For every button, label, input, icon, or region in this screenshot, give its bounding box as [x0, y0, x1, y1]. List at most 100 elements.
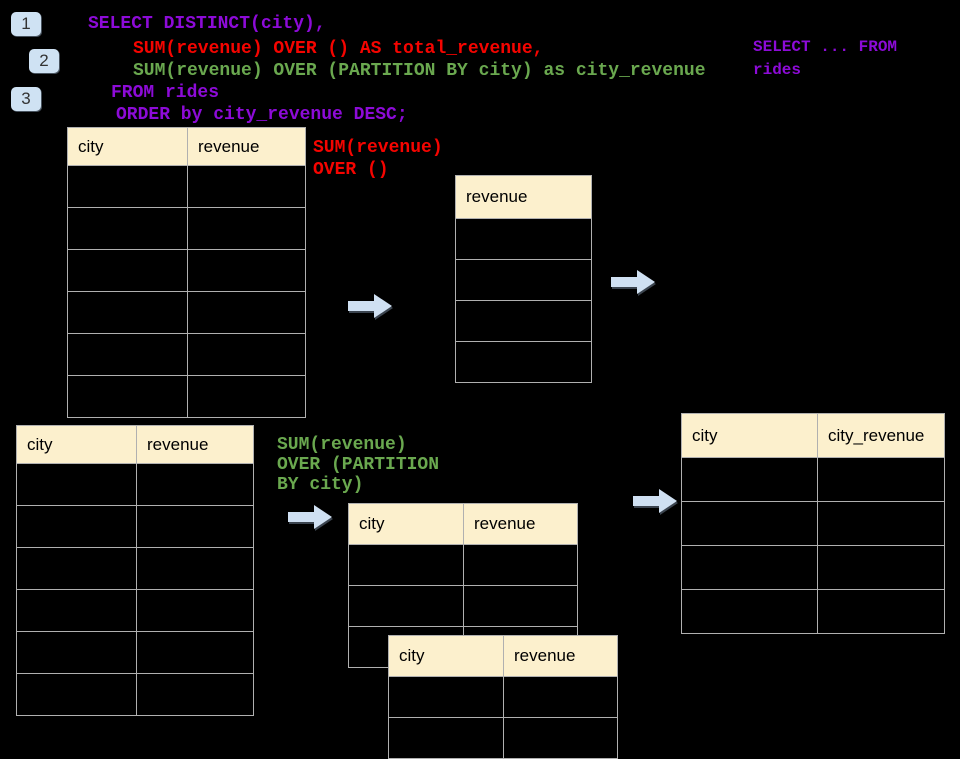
table-row — [455, 341, 592, 383]
empty-cell — [67, 333, 188, 376]
empty-cell — [817, 501, 945, 546]
empty-cell — [681, 501, 818, 546]
table-row — [348, 544, 578, 586]
step-badge-2: 2 — [29, 49, 59, 73]
empty-cell — [388, 717, 504, 759]
empty-cell — [136, 547, 254, 590]
table-row — [67, 375, 306, 418]
result-table: city city_revenue — [681, 413, 945, 634]
header-row: city revenue — [67, 127, 306, 166]
slide-canvas: { "colors": { "purple": "#8d0bd8", "red"… — [11, 12, 945, 759]
empty-cell — [67, 165, 188, 208]
empty-cell — [67, 375, 188, 418]
flow-arrow-1 — [348, 294, 392, 318]
source-table-top: city revenue — [67, 127, 306, 418]
table-row — [16, 673, 254, 716]
table-row — [681, 589, 945, 634]
table-row — [388, 676, 618, 718]
table-row — [67, 333, 306, 376]
total-revenue-table: revenue — [455, 175, 592, 383]
empty-cell — [463, 544, 578, 586]
empty-cell — [503, 676, 618, 718]
partition-table-overlay: city revenue — [388, 635, 618, 759]
table-row — [455, 300, 592, 342]
table-row — [67, 291, 306, 334]
empty-cell — [503, 717, 618, 759]
empty-cell — [16, 631, 137, 674]
partition-table-mid: city revenue — [348, 503, 578, 668]
label-partition-1: SUM(revenue) — [277, 435, 407, 455]
column-header-revenue: revenue — [463, 503, 578, 545]
empty-cell — [681, 545, 818, 590]
empty-cell — [16, 547, 137, 590]
note-select-from: SELECT ... FROM — [753, 38, 898, 56]
empty-cell — [136, 463, 254, 506]
flow-arrow-2 — [611, 270, 655, 294]
table-row — [348, 585, 578, 627]
empty-cell — [388, 676, 504, 718]
empty-cell — [187, 291, 306, 334]
table-row — [16, 547, 254, 590]
table-row — [455, 218, 592, 260]
table-row — [16, 589, 254, 632]
empty-cell — [187, 249, 306, 292]
empty-cell — [16, 589, 137, 632]
empty-cell — [348, 585, 464, 627]
table-row — [388, 717, 618, 759]
empty-cell — [16, 463, 137, 506]
header-row: revenue — [455, 175, 592, 219]
empty-cell — [817, 589, 945, 634]
note-rides: rides — [753, 61, 802, 79]
empty-cell — [817, 545, 945, 590]
column-header-revenue: revenue — [136, 425, 254, 464]
empty-cell — [136, 589, 254, 632]
empty-cell — [187, 207, 306, 250]
empty-cell — [187, 165, 306, 208]
header-row: city city_revenue — [681, 413, 945, 458]
empty-cell — [681, 589, 818, 634]
flow-arrow-3 — [288, 505, 332, 529]
sql-line-order: ORDER by city_revenue DESC; — [116, 105, 408, 125]
label-total-2: OVER () — [313, 160, 389, 180]
sql-line-total: SUM(revenue) OVER () AS total_revenue, — [133, 39, 544, 59]
table-row — [67, 207, 306, 250]
table-row — [67, 249, 306, 292]
empty-cell — [817, 457, 945, 502]
label-total-1: SUM(revenue) — [313, 138, 443, 158]
sql-line-partition: SUM(revenue) OVER (PARTITION BY city) as… — [133, 61, 706, 81]
column-header-revenue: revenue — [503, 635, 618, 677]
empty-cell — [67, 249, 188, 292]
empty-cell — [681, 457, 818, 502]
empty-cell — [16, 673, 137, 716]
empty-cell — [67, 207, 188, 250]
label-partition-2: OVER (PARTITION — [277, 455, 440, 475]
table-row — [16, 631, 254, 674]
column-header-city: city — [388, 635, 504, 677]
empty-cell — [187, 333, 306, 376]
column-header-revenue: revenue — [187, 127, 306, 166]
table-row — [681, 457, 945, 502]
column-header-city: city — [681, 413, 818, 458]
column-header-city: city — [67, 127, 188, 166]
header-row: city revenue — [348, 503, 578, 545]
empty-cell — [67, 291, 188, 334]
column-header-city-revenue: city_revenue — [817, 413, 945, 458]
empty-cell — [463, 585, 578, 627]
empty-cell — [136, 673, 254, 716]
step-badge-3: 3 — [11, 87, 41, 111]
empty-cell — [455, 300, 592, 342]
empty-cell — [348, 544, 464, 586]
table-row — [681, 545, 945, 590]
label-partition-3: BY city) — [277, 475, 364, 495]
step-badge-1: 1 — [11, 12, 41, 36]
empty-cell — [136, 505, 254, 548]
column-header-revenue: revenue — [455, 175, 592, 219]
empty-cell — [455, 259, 592, 301]
empty-cell — [187, 375, 306, 418]
table-row — [16, 505, 254, 548]
table-row — [16, 463, 254, 506]
column-header-city: city — [348, 503, 464, 545]
empty-cell — [16, 505, 137, 548]
table-row — [681, 501, 945, 546]
sql-line-from: FROM rides — [111, 83, 220, 103]
